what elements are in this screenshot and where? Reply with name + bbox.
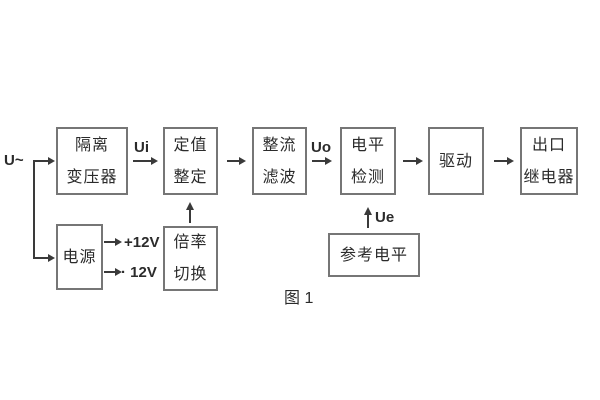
- block-text: 定值: [173, 136, 208, 154]
- block-drive: 驱动: [428, 127, 484, 195]
- arrow-power-minus12: [104, 268, 122, 276]
- label-ue: Ue: [375, 209, 395, 226]
- label-ui: Ui: [134, 139, 149, 156]
- label-uo: Uo: [311, 139, 331, 156]
- arrow-transformer-to-setting: [133, 157, 158, 165]
- block-text: 继电器: [523, 168, 575, 186]
- block-text: 倍率: [173, 234, 208, 251]
- label-u-input: U~: [4, 152, 24, 169]
- block-ratio-switch: 倍率 切换: [163, 226, 218, 291]
- arrow-input-to-power: [33, 254, 55, 262]
- arrow-rectifier-to-level: [312, 157, 332, 165]
- block-output-relay: 出口 继电器: [520, 127, 578, 195]
- figure-caption: 图 1: [284, 290, 314, 307]
- block-level-detection: 电平 检测: [340, 127, 396, 195]
- block-text: 电平: [350, 136, 385, 154]
- block-rectifier-filter: 整流 滤波: [252, 127, 307, 195]
- arrow-setting-to-rectifier: [227, 157, 246, 165]
- arrow-input-to-transformer: [33, 157, 55, 165]
- block-text: 出口: [531, 136, 566, 154]
- block-isolation-transformer: 隔离 变压器: [56, 127, 128, 195]
- arrow-power-plus12: [104, 238, 122, 246]
- arrow-level-to-drive: [403, 157, 423, 165]
- line-input-branch-vertical: [33, 160, 35, 259]
- block-text: 检测: [350, 168, 385, 186]
- block-text: 隔离: [74, 136, 109, 154]
- block-text: 切换: [173, 266, 208, 283]
- block-power-supply: 电源: [56, 224, 103, 290]
- arrow-reference-to-level: [364, 207, 372, 228]
- block-text: 驱动: [438, 152, 473, 170]
- block-setting-adjust: 定值 整定: [163, 127, 218, 195]
- block-reference-level: 参考电平: [328, 233, 420, 277]
- block-text: 滤波: [262, 168, 297, 186]
- label-minus12v: · 12V: [121, 264, 157, 281]
- block-text: 参考电平: [339, 246, 408, 264]
- arrow-drive-to-relay: [494, 157, 514, 165]
- block-text: 变压器: [66, 168, 118, 186]
- label-plus12v: +12V: [124, 234, 160, 251]
- arrow-ratio-to-setting: [186, 202, 194, 223]
- block-text: 整流: [262, 136, 297, 154]
- block-text: 电源: [62, 248, 97, 266]
- block-text: 整定: [173, 168, 208, 186]
